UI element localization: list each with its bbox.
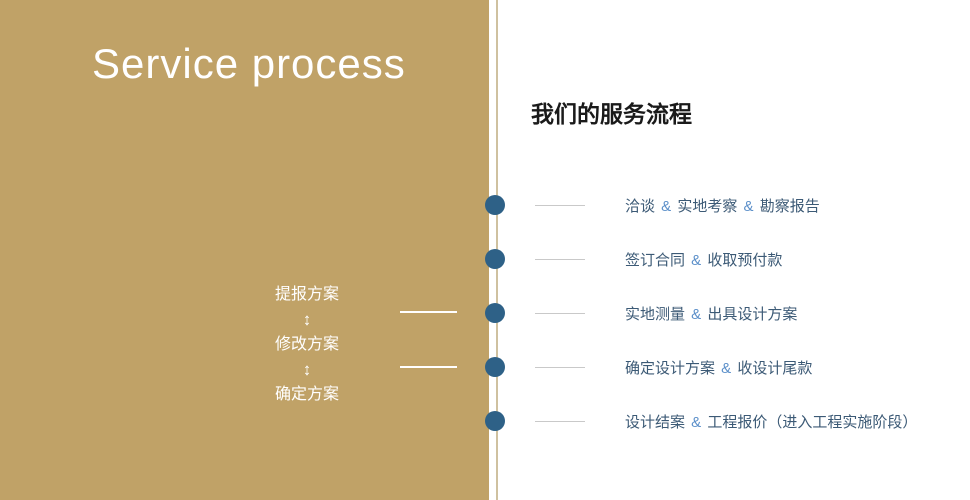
process-row: 实地测量 & 出具设计方案 xyxy=(485,286,970,340)
row-connector-line xyxy=(535,258,585,260)
step-label: 洽谈 & 实地考察 & 勘察报告 xyxy=(625,197,820,215)
process-row: 确定设计方案 & 收设计尾款 xyxy=(485,340,970,394)
row-connector-line xyxy=(535,312,585,314)
row-connector-line xyxy=(535,366,585,368)
sub-step-revise: 修改方案 xyxy=(274,336,339,353)
timeline-dot-icon xyxy=(485,411,505,431)
gold-panel: Service process 提报方案 ↕ 修改方案 ↕ 确定方案 xyxy=(0,0,489,500)
sub-step-propose: 提报方案 xyxy=(274,286,339,303)
ampersand-separator: & xyxy=(687,413,706,431)
sub-process-cycle: 提报方案 ↕ 修改方案 ↕ 确定方案 xyxy=(240,285,374,405)
row-connector-line xyxy=(535,204,585,206)
step-label: 实地测量 & 出具设计方案 xyxy=(625,305,798,323)
ampersand-separator: & xyxy=(739,197,758,215)
sub-step-confirm: 确定方案 xyxy=(274,386,339,403)
process-row: 设计结案 & 工程报价（进入工程实施阶段） xyxy=(485,394,970,448)
step-label: 设计结案 & 工程报价（进入工程实施阶段） xyxy=(625,413,918,431)
ampersand-separator: & xyxy=(687,251,706,269)
process-rows: 洽谈 & 实地考察 & 勘察报告签订合同 & 收取预付款实地测量 & 出具设计方… xyxy=(485,178,970,448)
ampersand-separator: & xyxy=(657,197,676,215)
timeline-dot-icon xyxy=(485,357,505,377)
timeline-dot-icon xyxy=(485,195,505,215)
arrow-updown-icon: ↕ xyxy=(302,310,312,329)
row-connector-line xyxy=(535,420,585,422)
ampersand-separator: & xyxy=(717,359,736,377)
section-heading: 我们的服务流程 xyxy=(531,101,692,127)
process-row: 洽谈 & 实地考察 & 勘察报告 xyxy=(485,178,970,232)
step-label: 确定设计方案 & 收设计尾款 xyxy=(625,359,813,377)
panel-connector-line xyxy=(400,366,457,368)
timeline-dot-icon xyxy=(485,249,505,269)
service-process-title: Service process xyxy=(92,40,406,87)
timeline-dot-icon xyxy=(485,303,505,323)
arrow-updown-icon: ↕ xyxy=(302,360,312,379)
ampersand-separator: & xyxy=(687,305,706,323)
process-row: 签订合同 & 收取预付款 xyxy=(485,232,970,286)
step-label: 签订合同 & 收取预付款 xyxy=(625,251,783,269)
panel-connector-line xyxy=(400,311,457,313)
